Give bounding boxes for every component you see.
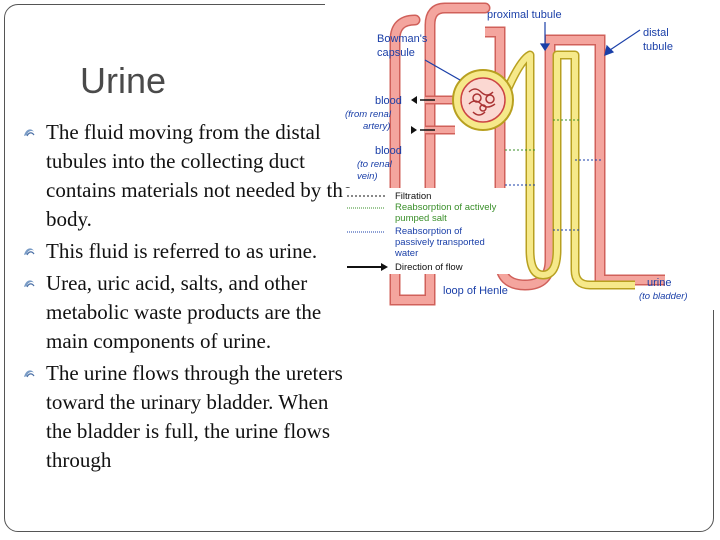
reabsorption-marks: [505, 119, 603, 231]
legend-direction: Direction of flow: [395, 262, 463, 273]
bullet-item: The fluid moving from the distal tubules…: [20, 118, 355, 234]
legend-passive-3: water: [394, 248, 418, 259]
label-loop-of-henle: loop of Henle: [443, 285, 508, 297]
swirl-bullet-icon: [24, 280, 35, 288]
bullet-text: The fluid moving from the distal tubules…: [46, 120, 353, 231]
legend-filtration: Filtration: [395, 191, 431, 202]
slide-title: Urine: [80, 60, 167, 101]
bullet-text: The urine flows through the ureters towa…: [46, 361, 343, 472]
tubule: [500, 50, 635, 290]
swirl-bullet-icon: [24, 129, 35, 137]
label-blood-out-sub1: (to renal: [357, 159, 393, 170]
label-bowmans-1: Bowman's: [377, 33, 428, 45]
legend-active-2: pumped salt: [395, 213, 447, 224]
arrow-right-icon: [381, 263, 388, 271]
bullet-text: This fluid is referred to as urine.: [46, 239, 318, 263]
label-urine-sub: (to bladder): [639, 291, 688, 302]
bullet-item: This fluid is referred to as urine.: [20, 237, 355, 266]
label-proximal-tubule: proximal tubule: [487, 9, 562, 21]
bullet-item: The urine flows through the ureters towa…: [20, 359, 355, 475]
bullet-text: Urea, uric acid, salts, and other metabo…: [46, 271, 322, 353]
bullet-item: Urea, uric acid, salts, and other metabo…: [20, 269, 355, 356]
swirl-bullet-icon: [24, 370, 35, 378]
legend-passive-2: passively transported: [395, 237, 485, 248]
label-distal-tubule-1: distal: [643, 27, 669, 39]
label-distal-tubule-2: tubule: [643, 41, 673, 53]
label-urine: urine: [647, 277, 671, 289]
nephron-diagram: proximal tubule distal tubule Bowman's c…: [343, 2, 688, 306]
label-blood-out-sub2: vein): [357, 171, 378, 182]
label-blood-in: blood: [375, 95, 402, 107]
diagram-legend: Filtration Reabsorption of actively pump…: [343, 188, 513, 274]
label-blood-in-sub2: artery): [363, 121, 390, 132]
legend-passive-1: Reabsorption of: [395, 226, 462, 237]
label-bowmans-2: capsule: [377, 47, 415, 59]
swirl-bullet-icon: [24, 248, 35, 256]
legend-active-1: Reabsorption of actively: [395, 202, 497, 213]
label-blood-out: blood: [375, 145, 402, 157]
label-leaders: [424, 22, 641, 81]
flow-arrows: [411, 96, 435, 134]
bowmans-capsule: [452, 69, 514, 131]
bullet-list: The fluid moving from the distal tubules…: [20, 118, 355, 478]
label-blood-in-sub1: (from renal: [345, 109, 392, 120]
